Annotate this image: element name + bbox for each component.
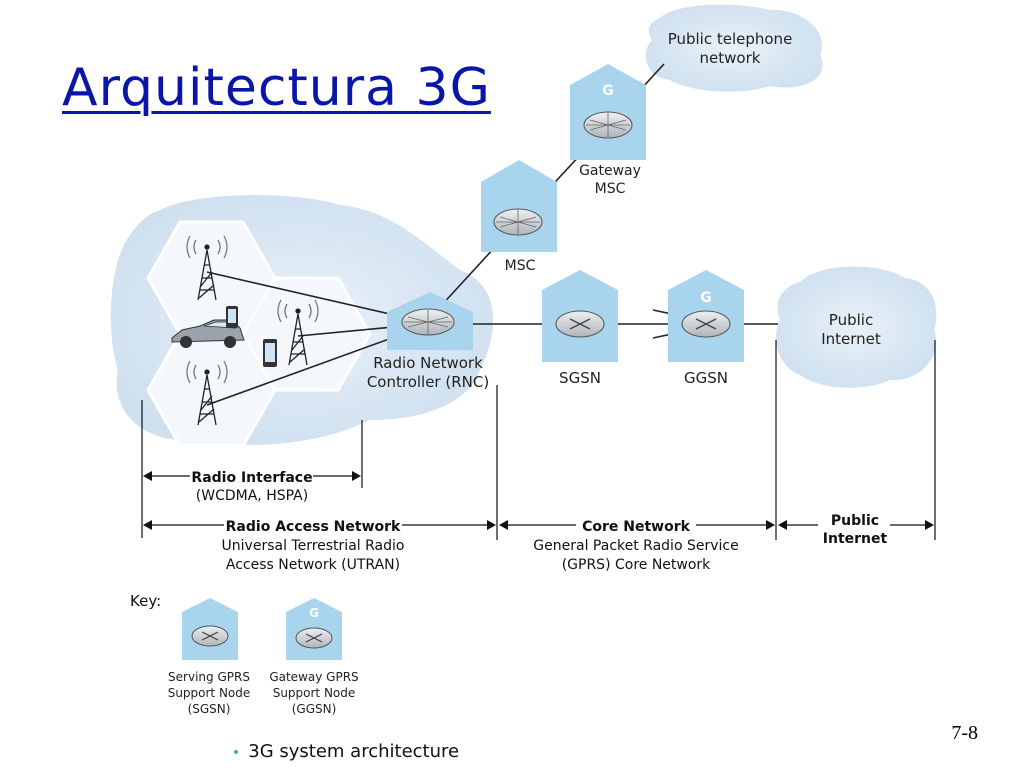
- ggsn-label: GGSN: [684, 369, 728, 387]
- key-ggsn-icon: G: [286, 598, 342, 660]
- public-internet-cloud: [776, 266, 937, 388]
- cell-tower-icon: [277, 299, 319, 366]
- gateway-msc-router-icon: [583, 111, 633, 139]
- radio-access-network-dimension: Radio Access Network Universal Terrestri…: [143, 519, 496, 573]
- slide-title: Arquitectura 3G: [62, 58, 491, 118]
- key-sgsn-line2: Support Node: [168, 686, 251, 700]
- key-ggsn-line1: Gateway GPRS: [269, 670, 358, 684]
- ran-title: Radio Access Network: [226, 519, 401, 535]
- key-sgsn-line3: (SGSN): [188, 702, 231, 716]
- sgsn-label: SGSN: [559, 369, 601, 387]
- smartphone-icon: [263, 339, 277, 367]
- key-sgsn-icon: [182, 598, 238, 660]
- cell-tower-icon: [186, 360, 228, 426]
- core-network-title: Core Network: [582, 519, 691, 535]
- public-internet-dimension: Public Internet: [778, 513, 934, 547]
- gateway-msc-label-line1: Gateway: [579, 163, 641, 179]
- core-network-line1: General Packet Radio Service: [533, 538, 738, 554]
- key-sgsn-line1: Serving GPRS: [168, 670, 250, 684]
- msc-router-icon: [493, 208, 543, 236]
- msc-house: [481, 160, 557, 252]
- ran-line1: Universal Terrestrial Radio: [222, 538, 405, 554]
- core-network-dimension: Core Network General Packet Radio Servic…: [499, 519, 775, 573]
- public-telephone-label-line1: Public telephone: [668, 30, 793, 48]
- public-internet-section-line1: Public: [831, 513, 879, 529]
- key-ggsn-line2: Support Node: [273, 686, 356, 700]
- public-telephone-cloud: [645, 4, 823, 92]
- public-internet-cloud-label-line2: Internet: [821, 330, 881, 348]
- radio-interface-dimension: Radio Interface (WCDMA, HSPA): [143, 470, 361, 504]
- rnc-router-icon: [401, 308, 455, 336]
- gateway-msc-letter: G: [602, 83, 614, 99]
- slide-number: 7-8: [951, 722, 978, 744]
- gateway-msc-label-line2: MSC: [595, 181, 626, 197]
- key-label: Key:: [130, 592, 161, 610]
- ggsn-router-icon: [681, 310, 731, 338]
- smartphone-icon: [226, 306, 238, 328]
- diagram-key: Key: G Serving GPRS Support Node (SGSN) …: [130, 592, 359, 716]
- core-network-line2: (GPRS) Core Network: [562, 557, 711, 573]
- ggsn-letter: G: [700, 290, 712, 306]
- radio-interface-title: Radio Interface: [191, 470, 312, 486]
- ran-line2: Access Network (UTRAN): [226, 557, 400, 573]
- figure-caption: • 3G system architecture: [232, 741, 459, 762]
- public-telephone-label-line2: network: [700, 49, 761, 67]
- rnc-label-line1: Radio Network: [373, 354, 483, 372]
- radio-interface-subtitle: (WCDMA, HSPA): [196, 488, 308, 504]
- public-internet-section-line2: Internet: [823, 531, 888, 547]
- public-internet-cloud-label-line1: Public: [829, 311, 873, 329]
- sgsn-router-icon: [555, 310, 605, 338]
- msc-label: MSC: [505, 258, 536, 274]
- bullet-icon: •: [232, 745, 241, 761]
- caption-text: 3G system architecture: [248, 741, 460, 762]
- rnc-label-line2: Controller (RNC): [367, 373, 489, 391]
- key-ggsn-line3: (GGSN): [292, 702, 337, 716]
- cell-tower-icon: [186, 235, 228, 301]
- section-markers: [141, 340, 936, 540]
- key-ggsn-letter: G: [309, 606, 319, 620]
